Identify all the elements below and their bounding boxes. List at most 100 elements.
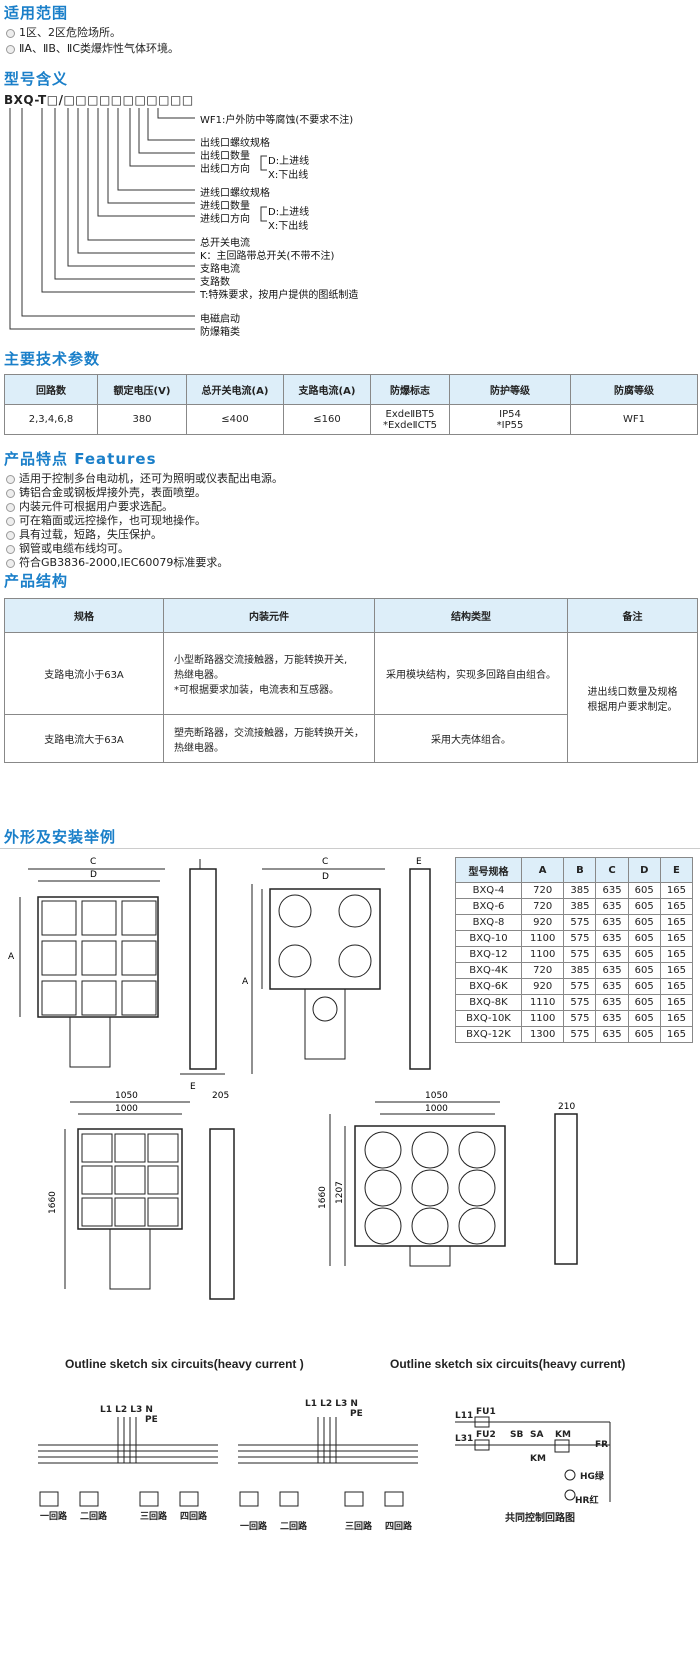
dim-cell: 720 xyxy=(520,962,565,979)
dim-cell: 165 xyxy=(659,994,694,1011)
control-label: HR红 xyxy=(575,1496,599,1506)
dim-cell: BXQ-6 xyxy=(455,898,522,915)
structure-table: 规格 内装元件 结构类型 备注 支路电流小于63A 小型断路器交流接触器，万能转… xyxy=(4,598,698,763)
phase-label: L1 L2 L3 N xyxy=(305,1399,358,1409)
dim-cell: BXQ-12 xyxy=(455,946,522,963)
feature-item: 铸铝合金或钢板焊接外壳，表面喷塑。 xyxy=(6,484,206,500)
model-label: 电磁启动 xyxy=(200,314,240,325)
circuit-label: 三回路 xyxy=(345,1522,373,1532)
circuit-label: 三回路 xyxy=(140,1512,168,1522)
direction-brackets xyxy=(260,155,267,222)
dim-cell: 635 xyxy=(595,1026,629,1043)
control-label: KM xyxy=(530,1454,546,1464)
params-table: 回路数 额定电压(V) 总开关电流(A) 支路电流(A) 防爆标志 防护等级 防… xyxy=(4,374,698,435)
structure-cell: 支路电流大于63A xyxy=(4,714,164,763)
dim-header: 型号规格 xyxy=(455,857,522,883)
dim-cell: 385 xyxy=(563,882,597,899)
install-title: 外形及安装举例 xyxy=(4,828,117,846)
control-label: FU1 xyxy=(476,1407,496,1417)
feature-item: 具有过载，短路，失压保护。 xyxy=(6,526,162,542)
dim-cell: 165 xyxy=(659,946,694,963)
dim-cell: 575 xyxy=(563,978,597,995)
circuit-label: 二回路 xyxy=(280,1522,308,1532)
dim-cell: 165 xyxy=(659,914,694,931)
dim-cell: 165 xyxy=(659,1026,694,1043)
params-cell: ExdeⅡBT5*ExdeⅡCT5 xyxy=(370,404,450,435)
params-header: 防爆标志 xyxy=(370,374,450,405)
circuit-label: 一回路 xyxy=(40,1512,68,1522)
model-label: 进线口方向 xyxy=(200,214,250,225)
enclosure-drawing-top: C D A E A C D E xyxy=(8,857,431,1092)
params-header: 防腐等级 xyxy=(570,374,698,405)
dim-C: C xyxy=(90,857,96,867)
model-label: 支路数 xyxy=(200,277,230,288)
params-header: 回路数 xyxy=(4,374,98,405)
dim-cell: BXQ-8K xyxy=(455,994,522,1011)
model-label: 进线口螺纹规格 xyxy=(200,188,270,199)
dim-cell: BXQ-8 xyxy=(455,914,522,931)
dim-cell: 635 xyxy=(595,882,629,899)
dim-w3: 1050 xyxy=(425,1091,448,1101)
dim-cell: 385 xyxy=(563,962,597,979)
dim-cell: 575 xyxy=(563,914,597,931)
model-label: 出线口方向 xyxy=(200,164,250,175)
features-title: 产品特点 Features xyxy=(4,450,157,468)
params-cell: 2,3,4,6,8 xyxy=(4,404,98,435)
circuit-label: 一回路 xyxy=(240,1522,268,1532)
structure-cell: 采用大壳体组合。 xyxy=(374,714,568,763)
control-label: FU2 xyxy=(476,1430,496,1440)
dim-cell: BXQ-4 xyxy=(455,882,522,899)
dim-cell: 1100 xyxy=(520,930,565,947)
structure-header: 结构类型 xyxy=(374,598,568,633)
dim-cell: 605 xyxy=(627,978,661,995)
feature-item: 适用于控制多台电动机，还可为照明或仪表配出电源。 xyxy=(6,470,283,486)
pe-label: PE xyxy=(145,1415,158,1425)
feature-item: 可在箱面或远控操作，也可现地操作。 xyxy=(6,512,206,528)
pe-label: PE xyxy=(350,1409,363,1419)
model-label: D:上进线 xyxy=(268,207,310,218)
dim-w2: 1000 xyxy=(115,1104,138,1114)
model-label: K：主回路带总开关(不带不注) xyxy=(200,251,335,262)
feature-item: 内装元件可根据用户要求选配。 xyxy=(6,498,173,514)
dim-cell: 165 xyxy=(659,1010,694,1027)
dim-D: D xyxy=(322,872,329,882)
dim-cell: 575 xyxy=(563,994,597,1011)
dim-cell: 635 xyxy=(595,962,629,979)
dim-cell: 720 xyxy=(520,898,565,915)
dim-cell: BXQ-6K xyxy=(455,978,522,995)
dim-cell: 635 xyxy=(595,946,629,963)
dim-cell: 165 xyxy=(659,978,694,995)
params-header: 支路电流(A) xyxy=(283,374,371,405)
feature-item: 钢管或电缆布线均可。 xyxy=(6,540,129,556)
dim-C: C xyxy=(322,857,328,867)
model-label: 出线口螺纹规格 xyxy=(200,138,270,149)
dim-cell: 575 xyxy=(563,1026,597,1043)
dim-header: D xyxy=(627,857,661,883)
circuit-label: 四回路 xyxy=(180,1512,208,1522)
dim-cell: 1100 xyxy=(520,1010,565,1027)
model-label: 总开关电流 xyxy=(200,238,250,249)
structure-cell: 小型断路器交流接触器，万能转换开关,热继电器。*可根据要求加装，电流表和互感器。 xyxy=(163,632,375,715)
dim-cell: 635 xyxy=(595,978,629,995)
dim-h2: 1660 xyxy=(318,1186,328,1209)
wiring-diagrams xyxy=(38,1416,611,1507)
structure-note: 进出线口数量及规格根据用户要求制定。 xyxy=(567,632,698,763)
model-title: 型号含义 xyxy=(4,70,69,88)
control-label: KM xyxy=(555,1430,571,1440)
model-label: 支路电流 xyxy=(200,264,240,275)
control-label: L11 xyxy=(455,1411,474,1421)
dim-E: E xyxy=(190,1082,196,1092)
params-cell: ≤160 xyxy=(283,404,371,435)
dim-cell: 720 xyxy=(520,882,565,899)
control-label: SA xyxy=(530,1430,544,1440)
dim-D: D xyxy=(90,870,97,880)
scope-item: ⅡA、ⅡB、ⅡC类爆炸性气体环境。 xyxy=(6,40,179,56)
